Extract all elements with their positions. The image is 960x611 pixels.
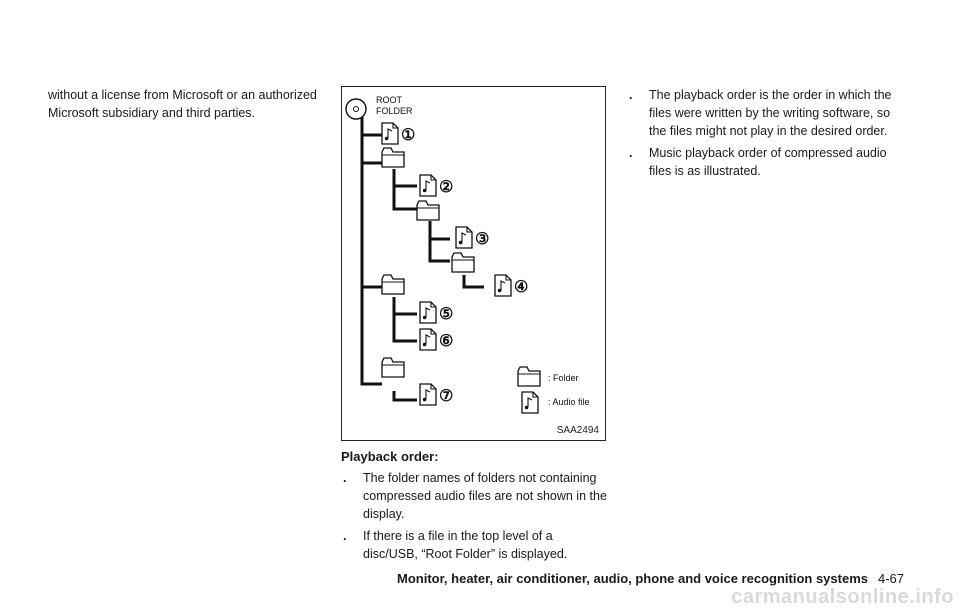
audio-file-icon bbox=[455, 226, 473, 249]
bullet-mark: . bbox=[629, 146, 633, 160]
audio-file-icon bbox=[419, 383, 437, 406]
folder-icon bbox=[381, 274, 405, 295]
intro-line-2: Microsoft subsidiary and third parties. bbox=[48, 106, 256, 120]
root-label-line1: ROOT bbox=[376, 95, 403, 105]
folder-tree-figure: ROOT FOLDER ① ② ③ ④ ⑤ ⑥ ⑦ : Folder : Aud… bbox=[341, 86, 606, 441]
footer-section-title: Monitor, heater, air conditioner, audio,… bbox=[397, 571, 868, 586]
file-number-5: ⑤ bbox=[439, 306, 453, 323]
folder-icon bbox=[381, 147, 405, 168]
legend-folder-label: : Folder bbox=[548, 373, 579, 383]
bullet-text: The playback order is the order in which… bbox=[649, 88, 892, 138]
bullet-text: If there is a file in the top level of a… bbox=[363, 529, 568, 561]
bullet-text: Music playback order of compressed audio… bbox=[649, 146, 887, 178]
disc-icon bbox=[345, 98, 367, 120]
page-number: 4-67 bbox=[877, 571, 905, 586]
file-number-2: ② bbox=[439, 179, 453, 196]
file-number-3: ③ bbox=[475, 231, 489, 248]
list-item: . Music playback order of compressed aud… bbox=[627, 144, 899, 180]
intro-text: without a license from Microsoft or an a… bbox=[48, 86, 326, 122]
audio-file-icon bbox=[381, 122, 399, 145]
playback-order-heading: Playback order: bbox=[341, 449, 439, 464]
root-label-line2: FOLDER bbox=[376, 106, 413, 116]
bullet-mark: . bbox=[343, 471, 347, 485]
audio-file-icon bbox=[494, 274, 512, 297]
folder-icon bbox=[381, 357, 405, 378]
folder-icon bbox=[416, 200, 440, 221]
legend-folder-icon bbox=[517, 366, 541, 387]
intro-line-1: without a license from Microsoft or an a… bbox=[48, 88, 317, 102]
notes-bullet-list: . The playback order is the order in whi… bbox=[627, 86, 899, 184]
file-number-1: ① bbox=[401, 127, 415, 144]
list-item: . The playback order is the order in whi… bbox=[627, 86, 899, 140]
audio-file-icon bbox=[419, 328, 437, 351]
bullet-text: The folder names of folders not containi… bbox=[363, 471, 607, 521]
folder-icon bbox=[451, 252, 475, 273]
file-number-6: ⑥ bbox=[439, 333, 453, 350]
watermark: carmanualsonline.info bbox=[731, 586, 954, 608]
list-item: . If there is a file in the top level of… bbox=[341, 527, 609, 563]
bullet-mark: . bbox=[343, 529, 347, 543]
audio-file-icon bbox=[419, 301, 437, 324]
file-number-4: ④ bbox=[514, 279, 528, 296]
page-footer: Monitor, heater, air conditioner, audio,… bbox=[397, 571, 904, 586]
audio-file-icon bbox=[419, 174, 437, 197]
legend-audio-file-icon bbox=[521, 391, 539, 414]
figure-code: SAA2494 bbox=[556, 425, 599, 436]
tree-lines bbox=[360, 117, 484, 402]
folder-tree-diagram: ROOT FOLDER ① ② ③ ④ ⑤ ⑥ ⑦ : Folder : Aud… bbox=[345, 95, 590, 414]
file-number-7: ⑦ bbox=[439, 388, 453, 405]
list-item: . The folder names of folders not contai… bbox=[341, 469, 609, 523]
bullet-mark: . bbox=[629, 88, 633, 102]
legend-audio-label: : Audio file bbox=[548, 397, 590, 407]
playback-bullet-list: . The folder names of folders not contai… bbox=[341, 469, 609, 567]
